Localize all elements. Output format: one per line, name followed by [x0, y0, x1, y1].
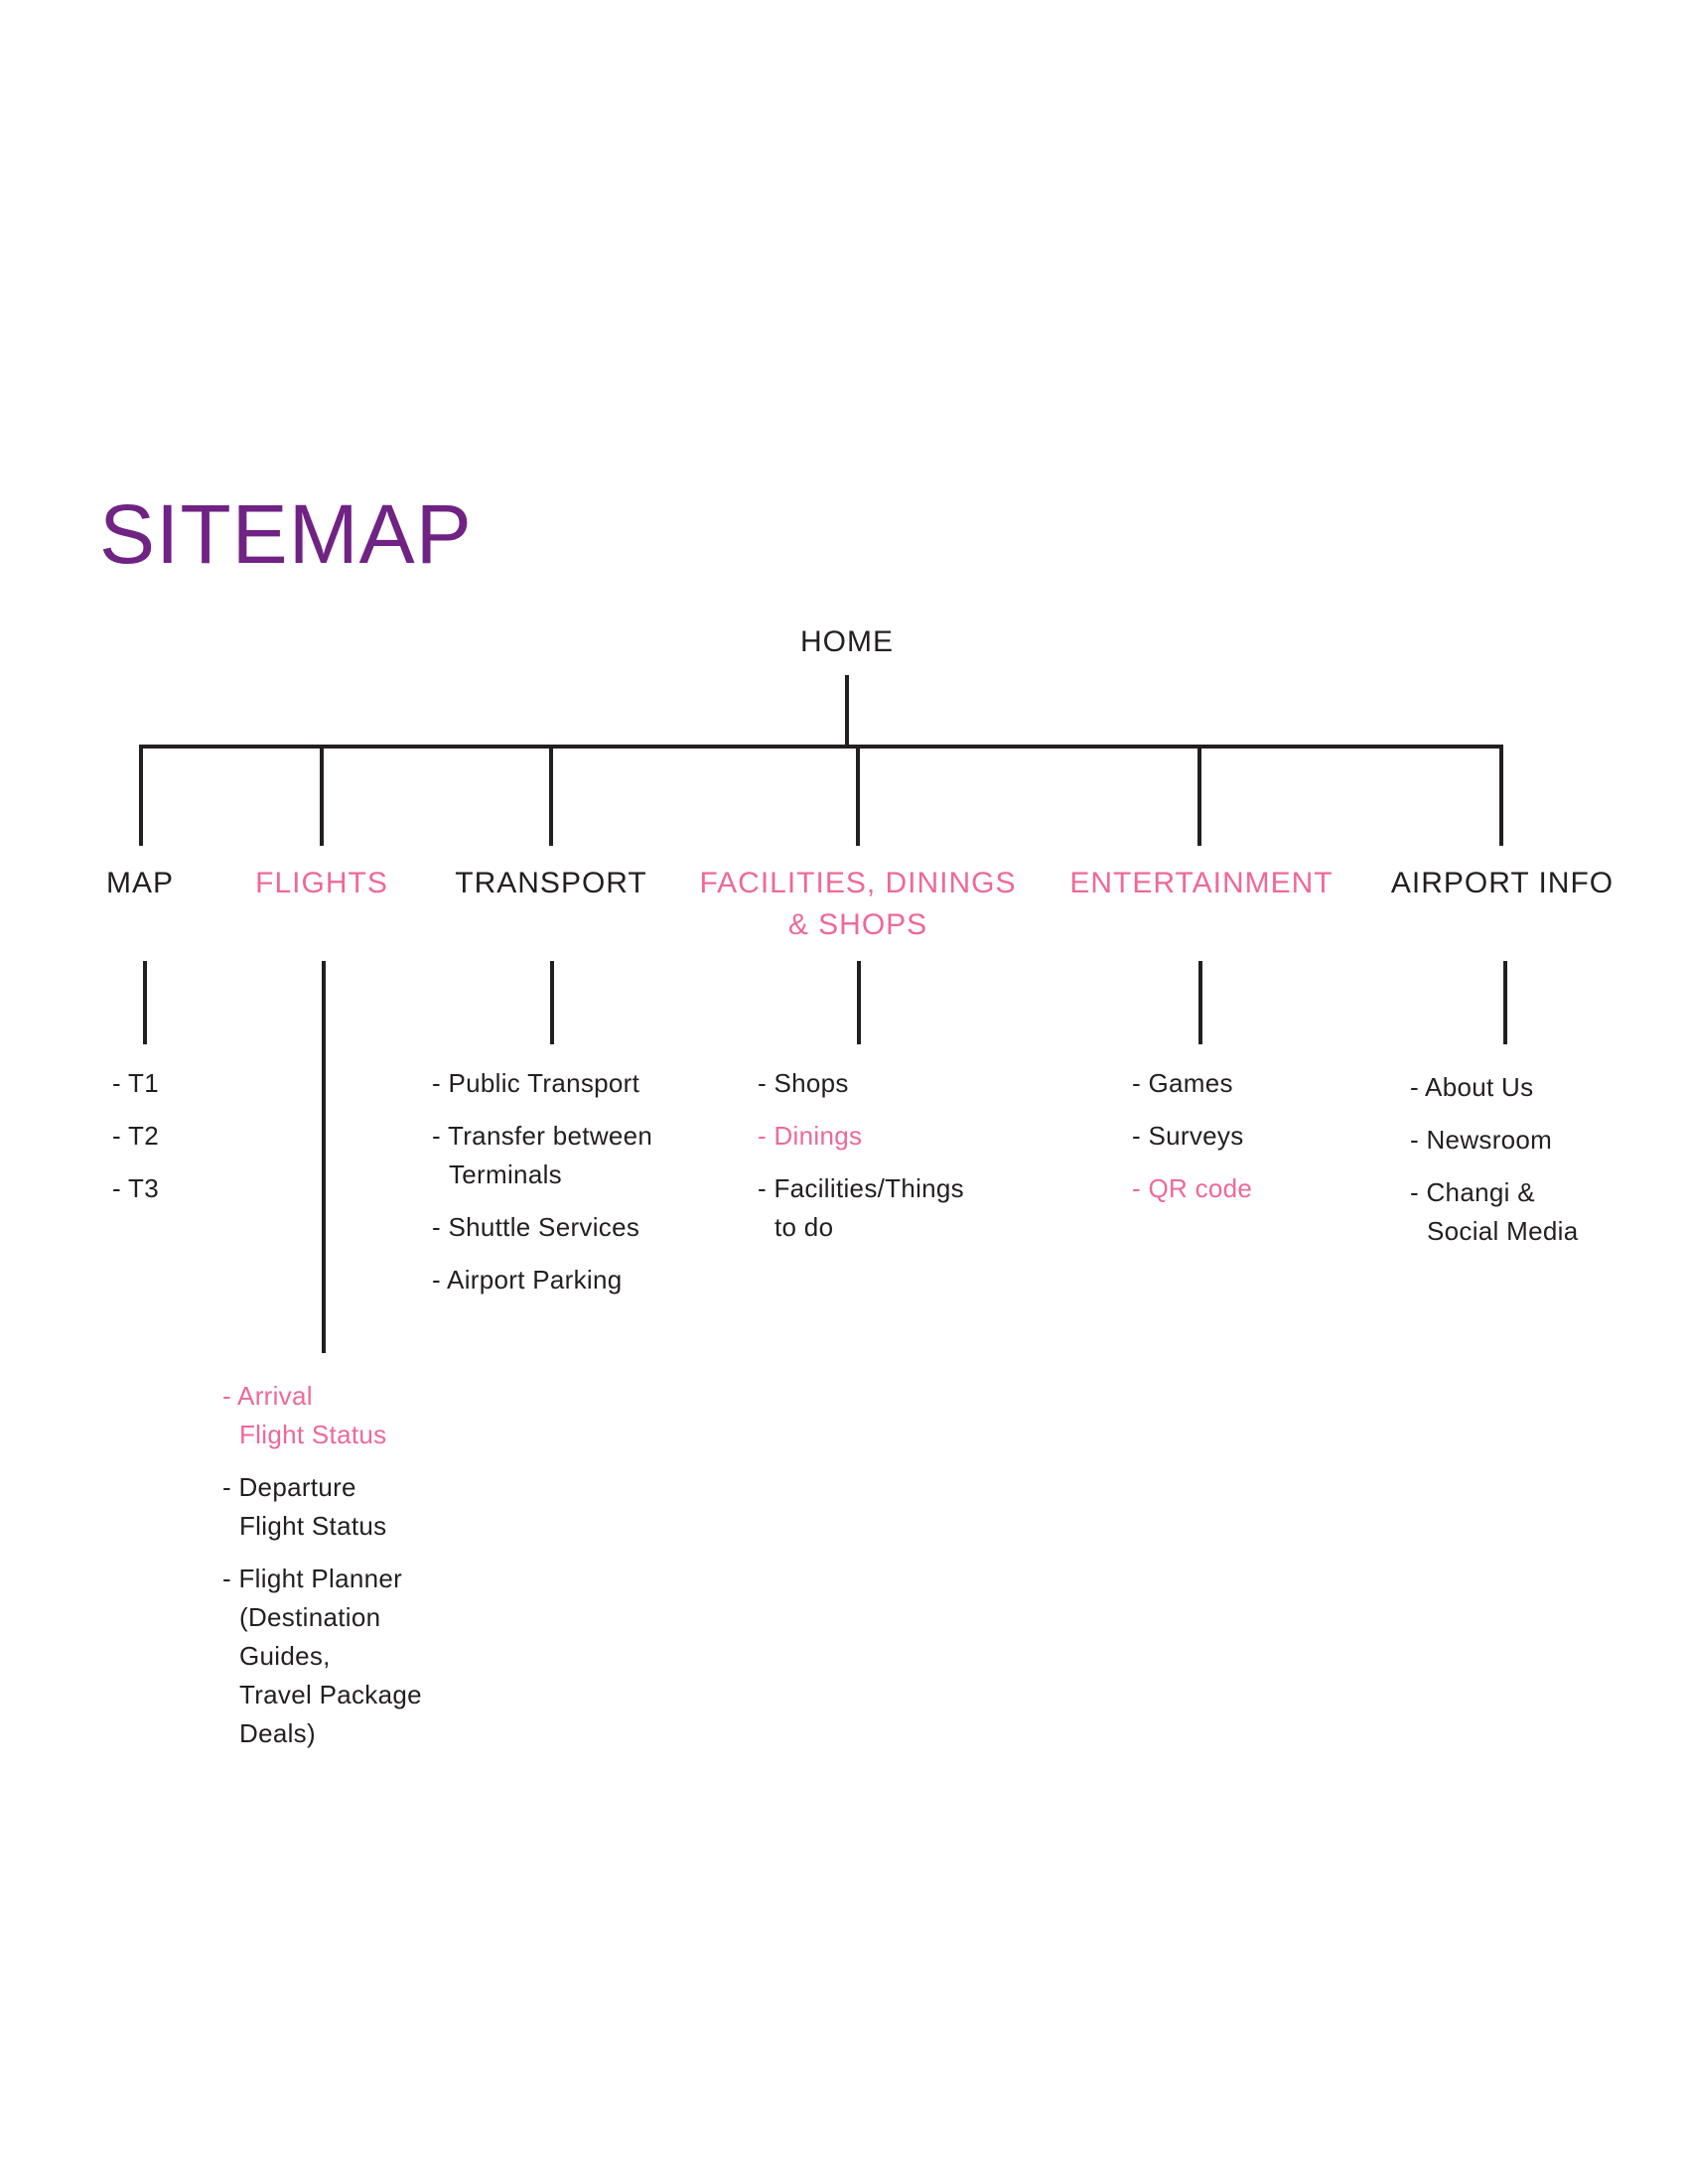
list-item: - About Us	[1410, 1068, 1578, 1107]
list-item-label: Flight Status	[239, 1420, 387, 1449]
category-label-entertainment: ENTERTAINMENT	[1069, 863, 1333, 904]
list-item-label: Deals)	[239, 1718, 316, 1748]
list-item: - T2	[112, 1117, 159, 1156]
branch-lower-line-airport-info	[1503, 961, 1507, 1044]
category-label-flights: FLIGHTS	[255, 863, 388, 904]
list-item: - Public Transport	[432, 1064, 652, 1103]
category-label-text: TRANSPORT	[455, 867, 647, 899]
list-item-label: - T2	[112, 1121, 159, 1151]
list-item-label: (Destination	[239, 1602, 381, 1632]
branch-lower-line-entertainment	[1198, 961, 1202, 1044]
branch-upper-line-entertainment	[1197, 747, 1201, 846]
list-item-label: - Changi &	[1410, 1177, 1535, 1207]
list-item-label: Social Media	[1427, 1216, 1579, 1246]
category-label-transport: TRANSPORT	[455, 863, 646, 904]
list-item: - Games	[1132, 1064, 1252, 1103]
list-item-label: - Shuttle Services	[432, 1212, 640, 1242]
category-label-text: & SHOPS	[787, 908, 928, 941]
flights-item-list: - Arrival Flight Status - Departure Flig…	[222, 1377, 422, 1767]
list-item: - Changi & Social Media	[1410, 1173, 1578, 1251]
list-item: - Transfer between Terminals	[432, 1117, 652, 1194]
entertainment-item-list: - Games - Surveys - QR code	[1132, 1064, 1252, 1222]
list-item-label: - Dinings	[758, 1121, 863, 1151]
facilities-item-list: - Shops - Dinings - Facilities/Things to…	[758, 1064, 964, 1261]
transport-item-list: - Public Transport - Transfer between Te…	[432, 1064, 652, 1313]
branch-upper-line-flights	[320, 747, 324, 846]
list-item: - Surveys	[1132, 1117, 1252, 1156]
list-item-label: Guides,	[239, 1641, 331, 1671]
branch-lower-line-transport	[550, 961, 554, 1044]
list-item-label: - Airport Parking	[432, 1265, 623, 1295]
list-item: - T1	[112, 1064, 159, 1103]
list-item: - T3	[112, 1169, 159, 1208]
list-item-label: Flight Status	[239, 1511, 387, 1541]
category-label-text: AIRPORT INFO	[1390, 867, 1615, 899]
category-label-text: ENTERTAINMENT	[1069, 867, 1334, 899]
list-item-label: - QR code	[1132, 1173, 1253, 1203]
list-item-label: - Departure	[222, 1472, 356, 1502]
list-item: - Airport Parking	[432, 1261, 652, 1299]
branch-upper-line-airport-info	[1499, 747, 1503, 846]
list-item: - QR code	[1132, 1169, 1252, 1208]
category-label-airport-info: AIRPORT INFO	[1391, 863, 1614, 904]
list-item-label: - Shops	[758, 1068, 849, 1098]
list-item-label: Terminals	[449, 1160, 562, 1189]
list-item-label: - T3	[112, 1173, 159, 1203]
category-label-map: MAP	[106, 863, 174, 904]
list-item-label: - T1	[112, 1068, 159, 1098]
list-item: - Arrival Flight Status	[222, 1377, 422, 1454]
branch-lower-line-facilities	[857, 961, 861, 1044]
main-horizontal-line	[139, 745, 1503, 749]
list-item: - Shops	[758, 1064, 964, 1103]
branch-lower-line-flights	[322, 961, 326, 1353]
category-label-facilities-dinings-shops: FACILITIES, DININGS & SHOPS	[699, 863, 1016, 946]
list-item-label: - Facilities/Things	[758, 1173, 964, 1203]
category-label-text: FACILITIES, DININGS	[699, 867, 1017, 899]
list-item: - Dinings	[758, 1117, 964, 1156]
list-item-label: Travel Package	[239, 1680, 422, 1709]
list-item-label: - Newsroom	[1410, 1125, 1553, 1155]
list-item-label: - Transfer between	[432, 1121, 653, 1151]
airport-info-item-list: - About Us - Newsroom - Changi & Social …	[1410, 1068, 1578, 1265]
branch-upper-line-transport	[549, 747, 553, 846]
map-item-list: - T1 - T2 - T3	[112, 1064, 159, 1222]
list-item-label: - Flight Planner	[222, 1564, 403, 1593]
list-item-label: to do	[774, 1212, 834, 1242]
list-item: - Shuttle Services	[432, 1208, 652, 1247]
list-item: - Flight Planner (Destination Guides, Tr…	[222, 1560, 422, 1753]
root-node-home: HOME	[800, 625, 894, 658]
list-item: - Departure Flight Status	[222, 1468, 422, 1546]
list-item-label: - Games	[1132, 1068, 1233, 1098]
page-title: SITEMAP	[99, 487, 473, 581]
category-label-text: FLIGHTS	[255, 867, 388, 899]
list-item-label: - About Us	[1410, 1072, 1534, 1102]
branch-lower-line-map	[143, 961, 147, 1044]
list-item-label: - Surveys	[1132, 1121, 1244, 1151]
list-item-label: - Arrival	[222, 1381, 313, 1411]
list-item: - Facilities/Things to do	[758, 1169, 964, 1247]
list-item: - Newsroom	[1410, 1121, 1578, 1160]
root-stem-line	[845, 675, 849, 747]
category-label-text: MAP	[105, 867, 175, 899]
list-item-label: - Public Transport	[432, 1068, 640, 1098]
branch-upper-line-map	[139, 747, 143, 846]
branch-upper-line-facilities	[856, 747, 860, 846]
